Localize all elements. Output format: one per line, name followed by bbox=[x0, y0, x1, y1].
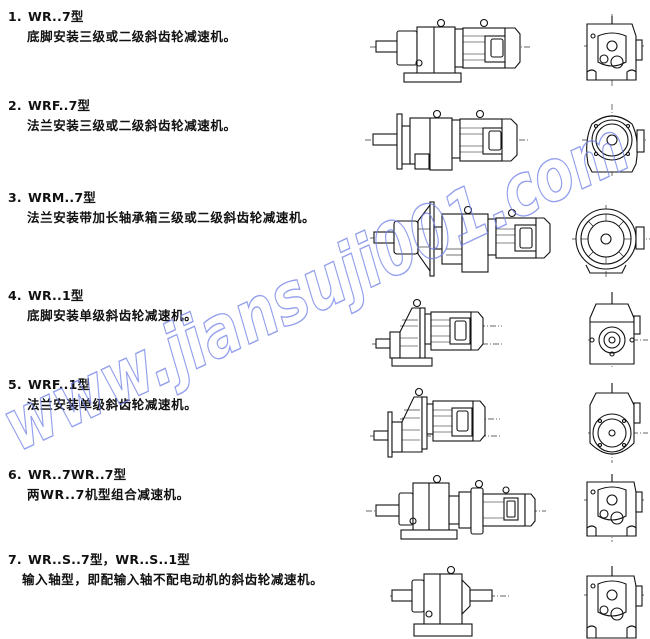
item-description: 底脚安装单级斜齿轮减速机。 bbox=[27, 308, 198, 323]
item-heading: 4.WR..1型 bbox=[8, 288, 84, 303]
side-view-drawing-3 bbox=[370, 199, 551, 279]
model-name: WR..S..7型，WR..S..1型 bbox=[28, 552, 190, 567]
item-heading: 1.WR..7型 bbox=[8, 9, 84, 24]
end-view-drawing-3 bbox=[572, 205, 650, 277]
item-description: 两WR..7机型组合减速机。 bbox=[27, 487, 190, 502]
side-view-drawing-7 bbox=[390, 565, 510, 639]
model-name: WR..7型 bbox=[28, 9, 84, 24]
item-heading: 6.WR..7WR..7型 bbox=[8, 467, 127, 482]
item-description: 法兰安装三级或二级斜齿轮减速机。 bbox=[27, 118, 237, 133]
item-heading: 5.WRF..1型 bbox=[8, 377, 91, 392]
side-view-drawing-5 bbox=[370, 384, 500, 459]
end-view-drawing-1 bbox=[584, 14, 644, 86]
end-view-drawing-6 bbox=[584, 474, 644, 542]
model-name: WRF..7型 bbox=[28, 98, 91, 113]
end-view-drawing-4 bbox=[588, 292, 648, 368]
side-view-drawing-1 bbox=[370, 18, 530, 86]
side-view-drawing-2 bbox=[365, 104, 530, 174]
item-heading: 3.WRM..7型 bbox=[8, 190, 96, 205]
end-view-drawing-5 bbox=[588, 383, 648, 463]
item-description: 底脚安装三级或二级斜齿轮减速机。 bbox=[27, 29, 237, 44]
end-view-drawing-2 bbox=[582, 104, 648, 176]
model-name: WR..7WR..7型 bbox=[28, 467, 127, 482]
item-description: 输入轴型，即配输入轴不配电动机的斜齿轮减速机。 bbox=[22, 572, 324, 587]
model-name: WRF..1型 bbox=[28, 377, 91, 392]
side-view-drawing-6 bbox=[366, 474, 546, 544]
model-name: WR..1型 bbox=[28, 288, 84, 303]
item-heading: 2.WRF..7型 bbox=[8, 98, 91, 113]
end-view-drawing-7 bbox=[584, 566, 644, 639]
item-description: 法兰安装单级斜齿轮减速机。 bbox=[27, 397, 198, 412]
item-description: 法兰安装带加长轴承箱三级或二级斜齿轮减速机。 bbox=[27, 210, 316, 225]
model-name: WRM..7型 bbox=[28, 190, 96, 205]
side-view-drawing-4 bbox=[372, 296, 502, 368]
item-heading: 7.WR..S..7型，WR..S..1型 bbox=[8, 552, 190, 567]
